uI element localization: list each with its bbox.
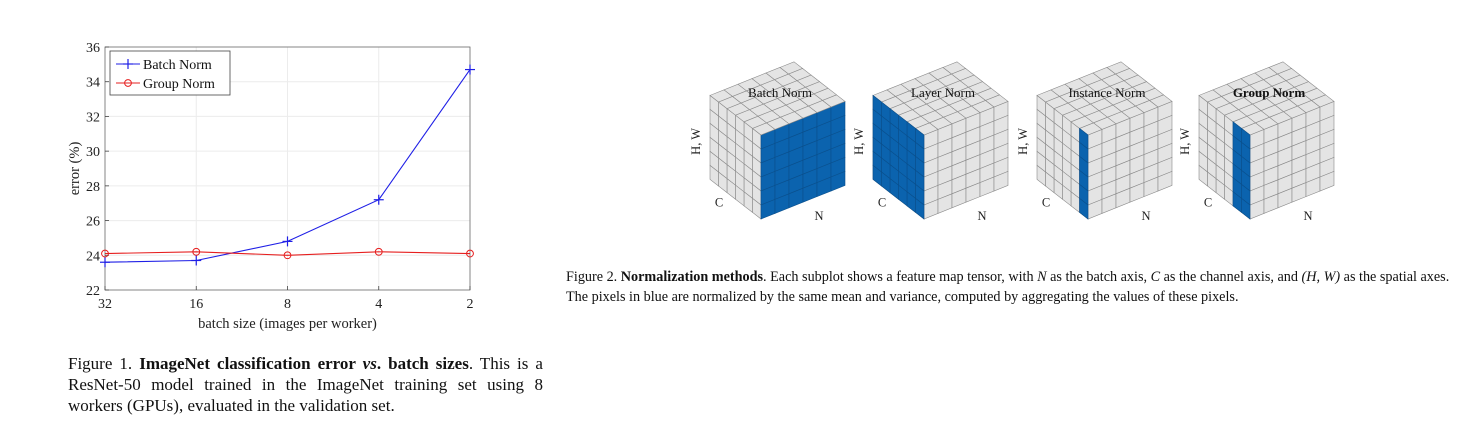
data-point-circle [466,249,474,258]
cell-right [1157,170,1173,192]
axis-label-n: N [814,209,823,223]
series-line-group-norm [104,251,471,256]
x-tick-label: 2 [467,297,474,312]
legend-marker-circle [124,79,132,87]
cell-highlight [1079,197,1089,220]
figure2-caption-m3: (H, W) [1301,269,1341,285]
cell-top [779,61,804,75]
axis-label-hw: H, W [689,128,703,155]
legend-box [109,50,231,96]
y-axis-label: error (%) [67,142,83,196]
data-point-plus [100,257,110,268]
cube-group: H, W C N Group Norm [1178,61,1335,223]
y-tick-label: 28 [86,180,100,195]
figure2-diagram: H, W C N Batch Norm H, W C N Layer Norm H, W C N In… [689,61,1335,223]
axis-label-c: C [878,196,886,210]
axis-label-n: N [977,209,986,223]
legend-label: Batch Norm [143,58,212,73]
axis-label-n: N [1141,209,1150,223]
figure2-caption-m2: C [1150,269,1161,285]
y-tick-label: 36 [86,41,100,56]
data-point-circle [101,249,109,258]
x-tick-label: 32 [98,297,112,312]
panel-title: Layer Norm [911,85,975,100]
cube-layer: H, W C N Layer Norm [852,61,1009,223]
cell-top [1106,61,1131,75]
cell-left [1036,164,1046,187]
cell-left [1198,164,1208,187]
x-axis-label: batch size (images per worker) [198,316,377,332]
figure1-caption-prefix: Figure 1. [68,354,140,373]
data-point-plus [373,194,384,205]
figure2-caption-t2: as the batch axis, [1046,269,1151,285]
x-tick-label: 16 [189,297,203,312]
axis-label-c: C [1204,196,1212,210]
figure1-caption-bold-italic: vs [362,354,377,373]
y-tick-label: 22 [86,284,100,299]
panel-title: Batch Norm [748,85,812,100]
y-tick-label: 30 [86,145,100,160]
panel-title: Instance Norm [1069,85,1146,100]
cell-highlight [1232,191,1242,214]
figure2-caption: Figure 2. Normalization methods. Each su… [566,267,1471,307]
cell-top [1268,61,1293,75]
data-point-circle [283,251,292,260]
figure2-caption-m1: N [1037,269,1047,285]
axis-label-hw: H, W [852,128,866,155]
y-tick-label: 34 [86,76,100,91]
data-point-plus [282,236,293,247]
axis-label-hw: H, W [1016,128,1030,155]
figure2-caption-t1: . Each subplot shows a feature map tenso… [763,269,1038,285]
data-point-plus [191,255,202,266]
cell-highlight [872,164,882,187]
cell-right [830,170,846,192]
data-point-plus [465,64,475,75]
axis-label-c: C [715,196,723,210]
cube-batch: H, W C N Batch Norm [689,61,846,223]
figure1-caption: Figure 1. ImageNet classification error … [68,353,543,416]
legend-label: Group Norm [143,77,215,92]
figure2-caption-t4: as the spatial axes. The pixels in blue … [566,269,1450,305]
figure2-caption-bold: Normalization methods [620,269,764,285]
y-tick-label: 26 [86,215,100,230]
y-tick-label: 24 [86,249,100,264]
cube-instance: H, W C N Instance Norm [1016,61,1173,223]
figure1-caption-bold1: ImageNet classification error [139,354,363,373]
cell-right [993,170,1009,192]
y-tick-label: 32 [86,110,100,125]
cell-left [709,164,719,187]
figure2-caption-t3: as the channel axis, and [1160,269,1302,285]
x-tick-label: 4 [375,297,382,312]
data-point-circle [374,247,383,256]
axis-label-hw: H, W [1178,128,1192,155]
figure1-caption-bold2: . batch sizes [376,354,469,373]
cell-right [1319,170,1335,192]
figure1-caption-text: . This is a ResNet-50 model trained in t… [68,354,543,415]
figure2-caption-prefix: Figure 2. [566,269,621,285]
axis-label-c: C [1042,196,1050,210]
x-tick-label: 8 [284,297,291,312]
data-point-circle [192,247,201,256]
figure1-chart: 22 24 26 28 30 32 34 36 32 16 8 4 2 batch size (image… [67,41,475,332]
cell-top [942,61,967,75]
axis-label-n: N [1303,209,1312,223]
panel-title: Group Norm [1233,85,1306,100]
